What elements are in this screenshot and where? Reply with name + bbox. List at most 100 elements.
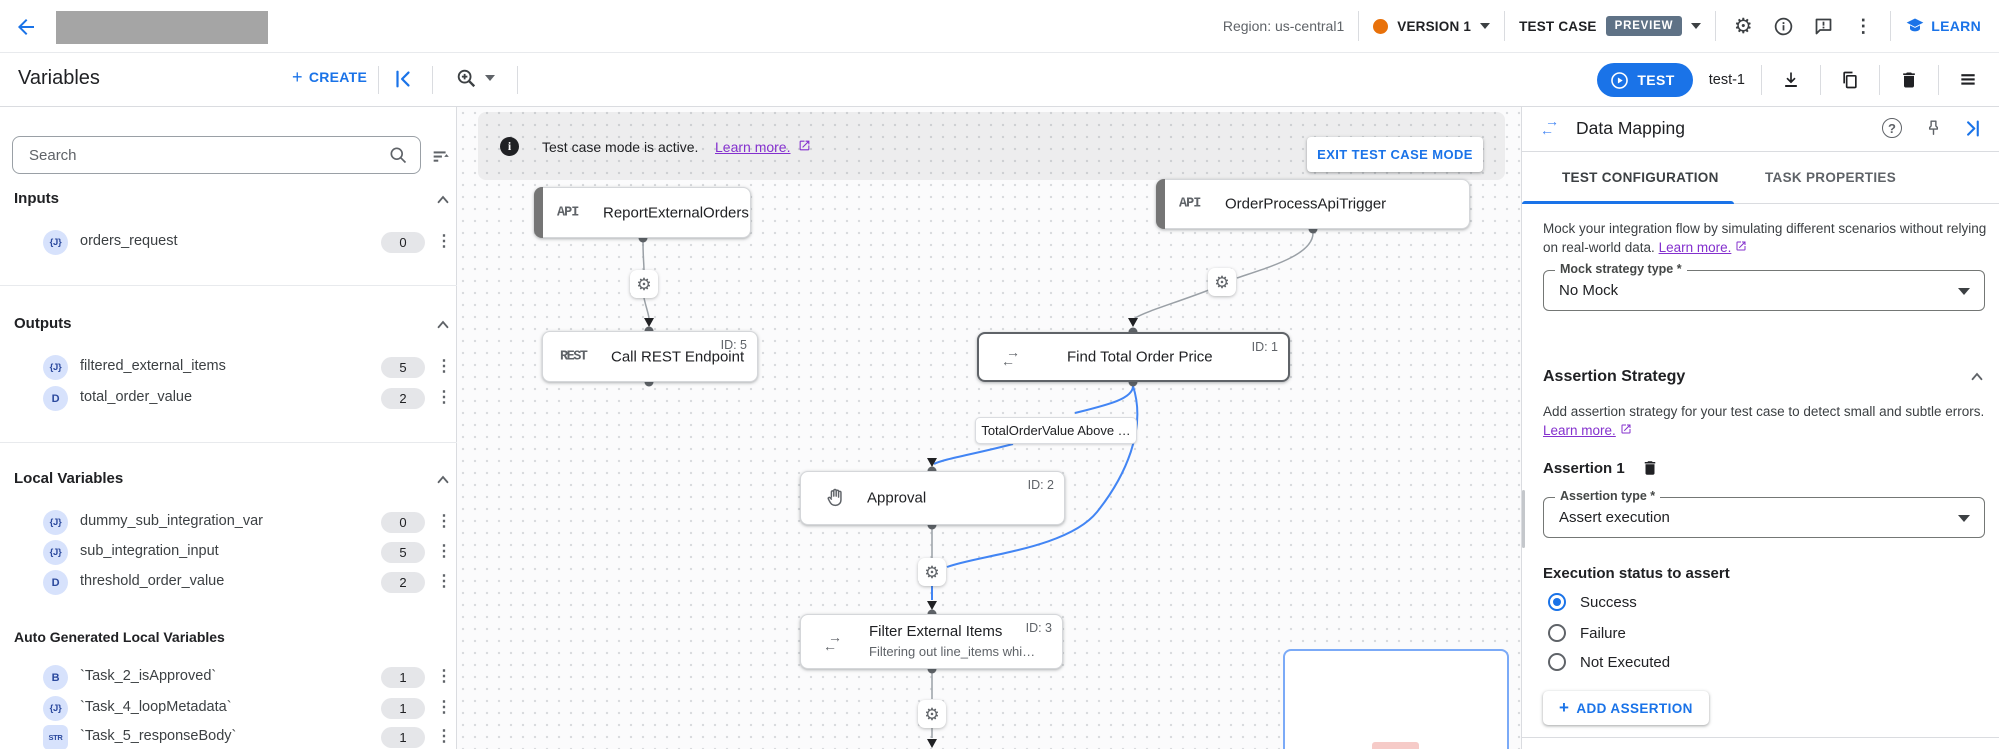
node-title: Call REST Endpoint	[611, 348, 745, 365]
variable-name: orders_request	[80, 233, 178, 249]
tab-task-properties[interactable]: TASK PROPERTIES	[1765, 170, 1897, 185]
data-mapping-icon: →←	[823, 628, 842, 654]
learn-more-link[interactable]: Learn more.	[1658, 240, 1732, 255]
node-report-external-orders[interactable]: API ReportExternalOrders	[534, 187, 751, 238]
chevron-up-icon[interactable]	[434, 471, 452, 494]
test-case-name[interactable]: test-1	[1708, 72, 1745, 88]
divider	[1715, 11, 1717, 41]
integration-flow-canvas[interactable]: i Test case mode is active. Learn more. …	[457, 107, 1521, 749]
radio-success[interactable]: Success	[1548, 593, 1637, 611]
node-subtitle: Filtering out line_items whi…	[869, 644, 1036, 659]
variable-count-badge: 1	[381, 727, 425, 748]
learn-button[interactable]: LEARN	[1905, 16, 1981, 36]
node-title: OrderProcessApiTrigger	[1225, 195, 1387, 213]
variable-row-task4-loopmetadata[interactable]: {J} `Task_4_loopMetadata` 1 ⋮	[0, 693, 457, 723]
kebab-menu-icon[interactable]: ⋮	[436, 668, 452, 685]
kebab-menu-icon[interactable]: ⋮	[436, 389, 452, 406]
error-node-chip	[1372, 742, 1419, 749]
back-arrow-icon[interactable]	[14, 15, 38, 39]
add-assertion-label: ADD ASSERTION	[1576, 700, 1693, 716]
test-case-selector[interactable]: TEST CASE PREVIEW	[1519, 16, 1702, 36]
radio-selected-icon[interactable]	[1548, 593, 1566, 611]
collapse-panel-icon[interactable]	[1962, 118, 1983, 144]
kebab-menu-icon[interactable]: ⋮	[436, 358, 452, 375]
variable-row-task2-isapproved[interactable]: B `Task_2_isApproved` 1 ⋮	[0, 662, 457, 692]
variable-row-threshold-order-value[interactable]: D threshold_order_value 2 ⋮	[0, 567, 457, 597]
variable-count-badge: 2	[381, 388, 425, 409]
kebab-menu-icon[interactable]: ⋮	[436, 543, 452, 560]
kebab-menu-icon[interactable]: ⋮	[436, 728, 452, 745]
chevron-up-icon[interactable]	[434, 191, 452, 214]
page-title: Variables	[18, 67, 100, 89]
variable-row-total-order-value[interactable]: D total_order_value 2 ⋮	[0, 383, 457, 413]
chevron-up-icon[interactable]	[1968, 368, 1986, 391]
node-filter-external-items[interactable]: →← Filter External Items Filtering out l…	[800, 614, 1063, 669]
radio-not-executed[interactable]: Not Executed	[1548, 653, 1670, 671]
section-title-inputs: Inputs	[14, 190, 59, 207]
create-label: CREATE	[308, 69, 368, 85]
variable-row-sub-integration-input[interactable]: {J} sub_integration_input 5 ⋮	[0, 537, 457, 567]
variable-row-task5-responsebody[interactable]: STR `Task_5_responseBody` 1 ⋮	[0, 722, 457, 749]
exit-test-case-mode-button[interactable]: EXIT TEST CASE MODE	[1307, 137, 1483, 172]
kebab-menu-icon[interactable]: ⋮	[436, 699, 452, 716]
radio-unselected-icon[interactable]	[1548, 624, 1566, 642]
chevron-up-icon[interactable]	[434, 316, 452, 339]
kebab-menu-icon[interactable]: ⋮	[436, 233, 452, 250]
version-selector[interactable]: VERSION 1	[1373, 18, 1491, 34]
variable-count-badge: 1	[381, 698, 425, 719]
feedback-icon[interactable]	[1810, 13, 1836, 39]
edge-settings-gear-icon[interactable]: ⚙	[918, 558, 946, 586]
sort-filter-icon[interactable]	[430, 145, 452, 172]
copy-icon[interactable]	[1837, 67, 1863, 93]
node-call-rest-endpoint[interactable]: REST Call REST Endpoint ID: 5	[542, 331, 758, 382]
divider	[1890, 11, 1892, 41]
search-input[interactable]	[29, 146, 388, 164]
variable-name: `Task_5_responseBody`	[80, 728, 237, 744]
edge-condition-label[interactable]: TotalOrderValue Above …	[975, 417, 1137, 444]
add-assertion-button[interactable]: + ADD ASSERTION	[1543, 691, 1709, 725]
node-approval[interactable]: Approval ID: 2	[800, 471, 1065, 525]
info-icon[interactable]	[1770, 13, 1796, 39]
mock-strategy-select[interactable]: Mock strategy type * No Mock	[1543, 262, 1985, 311]
assertion-type-select[interactable]: Assertion type * Assert execution	[1543, 489, 1985, 538]
variable-row-dummy-sub-integration-var[interactable]: {J} dummy_sub_integration_var 0 ⋮	[0, 507, 457, 537]
variable-row-filtered-external-items[interactable]: {J} filtered_external_items 5 ⋮	[0, 352, 457, 382]
learn-more-link[interactable]: Learn more.	[1543, 423, 1616, 438]
variable-name: `Task_4_loopMetadata`	[80, 699, 232, 715]
settings-gear-icon[interactable]: ⚙	[1733, 14, 1753, 38]
node-order-process-api-trigger[interactable]: API OrderProcessApiTrigger	[1156, 179, 1470, 229]
edge-settings-gear-icon[interactable]: ⚙	[918, 700, 946, 728]
divider	[1761, 65, 1762, 95]
variable-row-orders-request[interactable]: {J} orders_request 0 ⋮	[0, 227, 457, 257]
create-variable-button[interactable]: + CREATE	[292, 68, 368, 86]
radio-failure[interactable]: Failure	[1548, 624, 1626, 642]
tab-test-configuration[interactable]: TEST CONFIGURATION	[1562, 170, 1719, 185]
preview-badge: PREVIEW	[1605, 16, 1683, 36]
top-bar: Region: us-central1 VERSION 1 TEST CASE …	[0, 0, 1999, 52]
delete-trash-icon[interactable]	[1896, 67, 1922, 93]
test-button[interactable]: TEST	[1597, 63, 1693, 97]
kebab-menu-icon[interactable]: ⋮	[436, 513, 452, 530]
help-icon[interactable]: ?	[1882, 118, 1902, 138]
delete-assertion-trash-icon[interactable]	[1641, 459, 1659, 477]
radio-unselected-icon[interactable]	[1548, 653, 1566, 671]
scrollbar-thumb[interactable]	[1522, 490, 1525, 548]
edge-settings-gear-icon[interactable]: ⚙	[1208, 268, 1236, 296]
chevron-down-icon	[1480, 23, 1491, 29]
banner-learn-more-link[interactable]: Learn more.	[715, 139, 791, 155]
edge-settings-gear-icon[interactable]: ⚙	[630, 270, 658, 298]
log-list-icon[interactable]	[1955, 67, 1981, 93]
collapse-sidebar-icon[interactable]	[392, 68, 414, 95]
download-icon[interactable]	[1778, 67, 1804, 93]
kebab-menu-icon[interactable]: ⋮	[436, 573, 452, 590]
zoom-control[interactable]	[455, 67, 495, 89]
boolean-type-chip: B	[43, 665, 68, 690]
search-box[interactable]	[12, 136, 421, 174]
pin-icon[interactable]	[1924, 118, 1943, 142]
more-options-kebab-icon[interactable]: ⋮	[1854, 15, 1873, 36]
field-label: Assertion type *	[1555, 489, 1661, 503]
node-find-total-order-price[interactable]: →← Find Total Order Price ID: 1	[977, 332, 1290, 382]
json-type-chip: {J}	[43, 510, 68, 535]
test-label: TEST	[1637, 72, 1675, 88]
